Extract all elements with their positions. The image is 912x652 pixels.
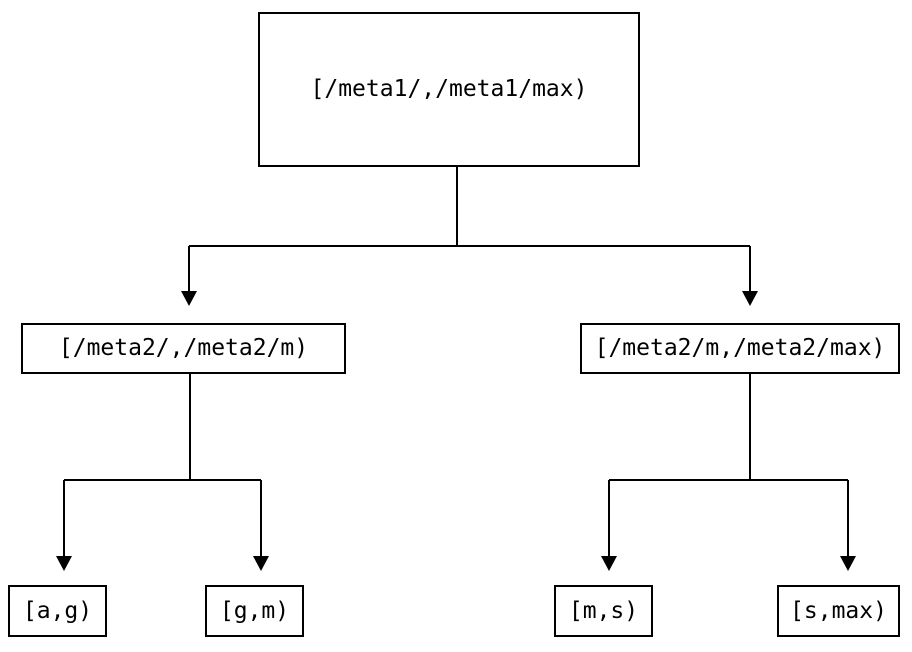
node-leaf-1-label: [a,g)	[22, 597, 93, 624]
arrowhead-to-level2-left	[181, 291, 197, 306]
arrowhead-to-level2-right	[742, 291, 758, 306]
node-leaf-1[interactable]: [a,g)	[8, 585, 107, 637]
node-leaf-3[interactable]: [m,s)	[554, 585, 653, 637]
arrowhead-to-leaf-3	[601, 556, 617, 571]
node-root[interactable]: [/meta1/,/meta1/max)	[258, 12, 640, 167]
node-leaf-2-label: [g,m)	[219, 597, 290, 624]
node-leaf-4-label: [s,max)	[790, 597, 887, 624]
arrowhead-to-leaf-2	[253, 556, 269, 571]
node-level2-right-label: [/meta2/m,/meta2/max)	[594, 335, 886, 361]
node-leaf-4[interactable]: [s,max)	[777, 585, 900, 637]
node-level2-left-label: [/meta2/,/meta2/m)	[58, 335, 309, 361]
node-leaf-3-label: [m,s)	[568, 597, 639, 624]
node-leaf-2[interactable]: [g,m)	[205, 585, 304, 637]
node-root-label: [/meta1/,/meta1/max)	[310, 76, 588, 102]
node-level2-right[interactable]: [/meta2/m,/meta2/max)	[580, 323, 900, 374]
arrowhead-to-leaf-1	[56, 556, 72, 571]
arrowhead-to-leaf-4	[840, 556, 856, 571]
node-level2-left[interactable]: [/meta2/,/meta2/m)	[21, 323, 346, 374]
